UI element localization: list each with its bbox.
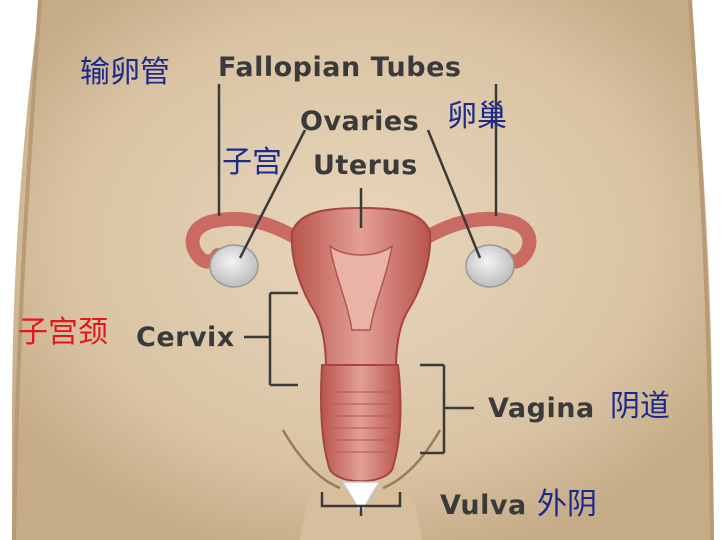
ovary-right <box>465 244 515 288</box>
cervix-bracket <box>268 291 298 387</box>
label-uterus: Uterus <box>313 150 418 181</box>
label-vagina-cn: 阴道 <box>610 389 670 424</box>
label-cervix: Cervix <box>136 322 235 353</box>
leader-ovary-left <box>238 129 307 259</box>
label-ovaries: Ovaries <box>300 106 420 137</box>
label-fallopian-tubes: Fallopian Tubes <box>218 52 462 83</box>
fallopian-tube-left <box>185 211 307 269</box>
label-ovaries-cn: 卵巢 <box>447 99 507 134</box>
vagina-canal <box>319 364 402 483</box>
label-fallopian-tubes-cn: 输卵管 <box>80 55 170 90</box>
label-vulva: Vulva <box>440 490 527 521</box>
leader-ovary-right <box>426 129 482 259</box>
label-vulva-cn: 外阴 <box>537 487 597 522</box>
label-cervix-cn: 子宫颈 <box>18 315 108 350</box>
label-uterus-cn: 子宫 <box>222 145 282 180</box>
label-vagina: Vagina <box>488 393 595 424</box>
ovary-left <box>209 244 259 288</box>
